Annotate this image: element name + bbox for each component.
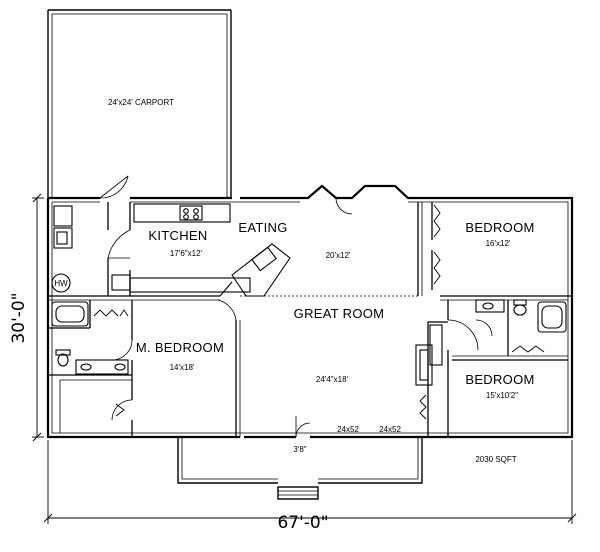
bedroom-ne-dims: 16'x12' bbox=[486, 239, 511, 248]
water-heater-label: HW bbox=[54, 279, 68, 288]
depth-dimension: 30'-0" bbox=[9, 292, 29, 343]
great-room-label: GREAT ROOM bbox=[294, 306, 385, 321]
bedroom-ne-label: BEDROOM bbox=[465, 220, 534, 235]
dimension-note-3: 3'8" bbox=[293, 445, 306, 454]
laundry-area bbox=[51, 205, 73, 293]
carport-outline bbox=[47, 9, 232, 198]
master-bedroom-label: M. BEDROOM bbox=[136, 340, 224, 355]
master-bedroom-dims: 14'x18' bbox=[170, 363, 195, 372]
door-swings bbox=[99, 175, 493, 438]
carport-label: 24'x24' CARPORT bbox=[108, 98, 174, 107]
width-dimension: 67'-0" bbox=[277, 513, 328, 533]
area-label: 2030 SQFT bbox=[475, 455, 516, 464]
kitchen-dims: 17'6"x12' bbox=[170, 249, 203, 258]
dimension-lines bbox=[32, 193, 577, 524]
window-note-1: 24x52 bbox=[337, 425, 359, 434]
hall-bath-fixtures bbox=[475, 299, 567, 333]
master-bath-fixtures bbox=[51, 301, 129, 375]
great-room-dims: 24'4"x18' bbox=[316, 375, 349, 384]
fireplace bbox=[415, 324, 443, 386]
bedroom-se-dims: 15'x10'2" bbox=[486, 391, 518, 400]
eating-dims: 20'x12' bbox=[326, 251, 351, 260]
interior-walls bbox=[48, 202, 572, 437]
eating-label: EATING bbox=[238, 220, 287, 235]
window-note-2: 24x52 bbox=[379, 425, 401, 434]
front-porch bbox=[177, 437, 423, 500]
kitchen-counters bbox=[111, 203, 291, 297]
exterior-walls bbox=[46, 184, 574, 439]
closet-doors bbox=[93, 204, 545, 420]
windows bbox=[47, 197, 573, 438]
bedroom-se-label: BEDROOM bbox=[465, 372, 534, 387]
kitchen-label: KITCHEN bbox=[148, 228, 207, 243]
